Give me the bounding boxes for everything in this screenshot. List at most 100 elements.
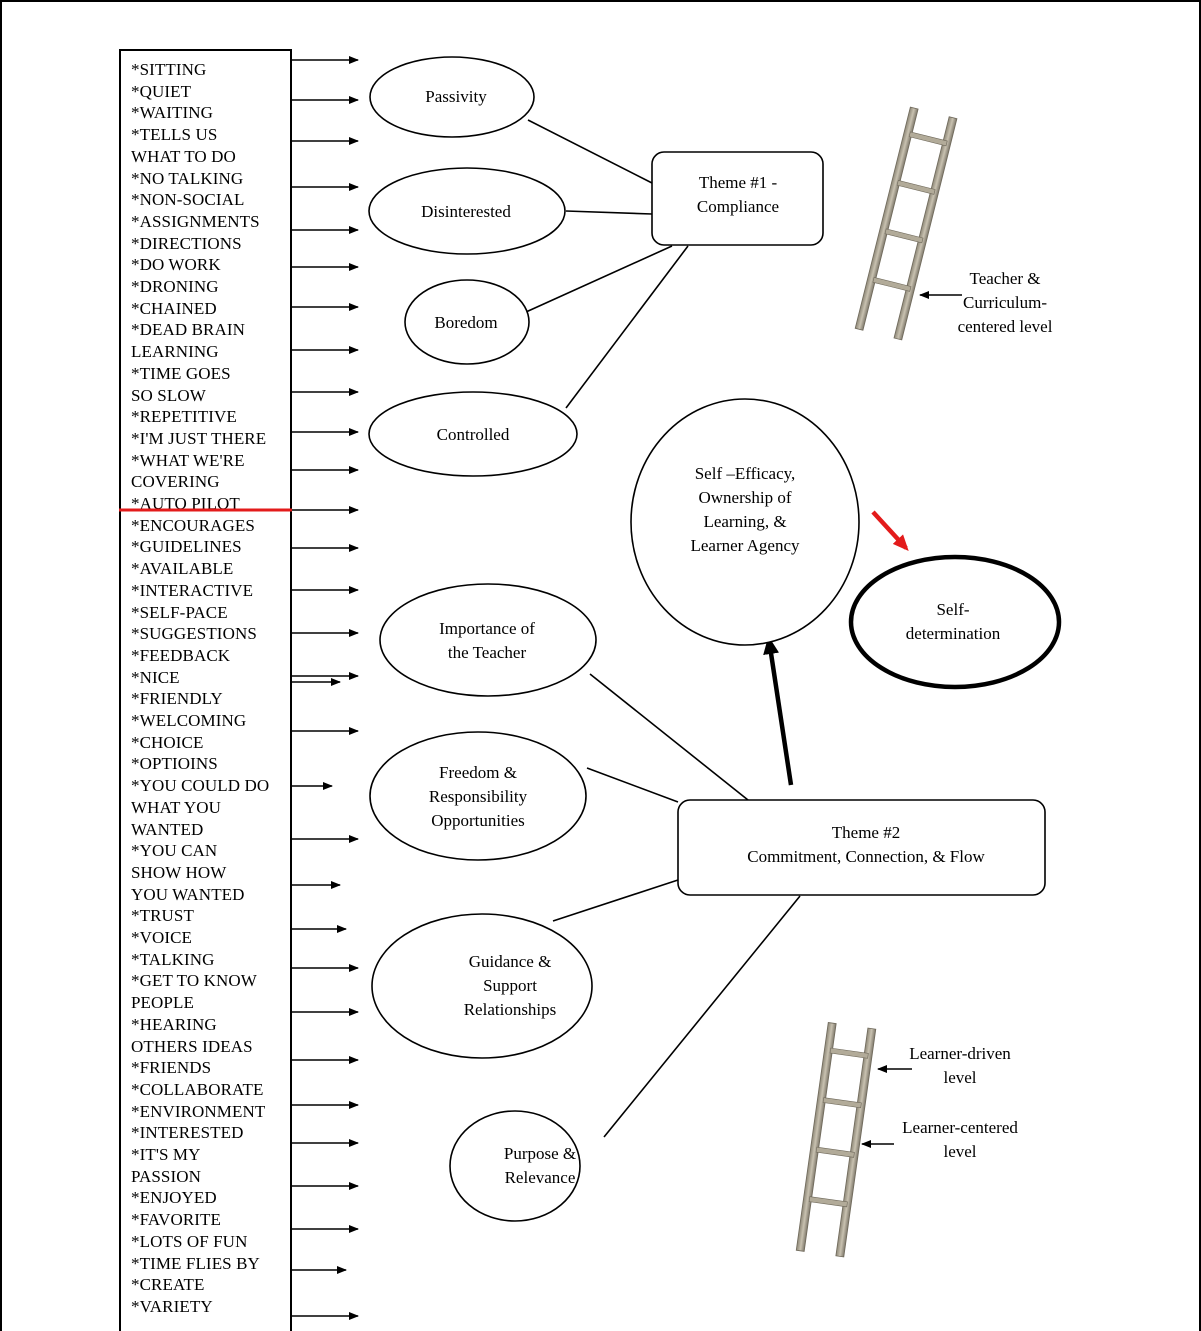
- descriptor-word: *DIRECTIONS: [131, 233, 242, 253]
- descriptor-word: *NON-SOCIAL: [131, 190, 245, 210]
- label-learner-centered-level: Learner-centered level: [902, 1118, 1018, 1161]
- label-controlled: Controlled: [436, 425, 510, 444]
- descriptor-word: SHOW HOW: [131, 862, 227, 882]
- node-guidance: [371, 913, 593, 1059]
- descriptor-word: *CHAINED: [131, 298, 217, 318]
- descriptor-word: *DRONING: [131, 277, 219, 296]
- descriptor-word-list: [119, 49, 292, 1331]
- node-self-efficacy: [630, 398, 860, 646]
- descriptor-word: LEARNING: [131, 342, 219, 362]
- node-passivity: [369, 56, 535, 138]
- descriptor-word: *COLLABORATE: [131, 1079, 264, 1099]
- theme2-title: Theme #2 Commitment, Connection, & Flow: [747, 823, 985, 866]
- label-disinterested: Disinterested: [421, 202, 511, 221]
- descriptor-word: *TIME GOES: [131, 363, 231, 383]
- label-purpose: Purpose & Relevance: [503, 1144, 577, 1187]
- descriptor-word: *QUIET: [131, 81, 192, 101]
- descriptor-word: COVERING: [131, 472, 220, 492]
- ladder-upper-image: [854, 106, 958, 341]
- node-purpose: [449, 1110, 581, 1222]
- descriptor-word: *FEEDBACK: [131, 645, 231, 665]
- node-controlled: [368, 391, 578, 477]
- descriptor-word: *HEARING: [131, 1014, 217, 1034]
- descriptor-word: *I'M JUST THERE: [131, 428, 267, 448]
- connector-teacher-theme2: [589, 673, 749, 801]
- descriptor-word: *CREATE: [131, 1275, 205, 1295]
- descriptor-word: *TRUST: [131, 906, 194, 926]
- descriptor-word: WANTED: [131, 819, 204, 839]
- descriptor-word: *IT'S MY: [131, 1145, 201, 1164]
- descriptor-word: *SELF-PACE: [131, 602, 228, 622]
- descriptor-word: *SUGGESTIONS: [131, 624, 257, 644]
- descriptor-word: *TIME FLIES BY: [131, 1253, 260, 1273]
- node-self-determination: [848, 554, 1062, 690]
- descriptor-word: *ENJOYED: [131, 1188, 217, 1208]
- descriptor-word: *LOTS OF FUN: [131, 1231, 248, 1251]
- descriptor-word: *ENCOURAGES: [131, 515, 255, 535]
- descriptor-word: *GUIDELINES: [131, 537, 242, 557]
- descriptor-word: *FRIENDLY: [131, 689, 223, 709]
- ladder-lower-image: [795, 1022, 877, 1258]
- descriptor-word: *SITTING: [131, 60, 207, 79]
- word-arrows: [292, 56, 359, 1320]
- connector-passivity-theme1: [527, 119, 653, 184]
- connector-purpose-theme2: [603, 895, 801, 1138]
- descriptor-word: *VOICE: [131, 928, 193, 947]
- descriptor-word: *AUTO PILOT: [131, 494, 240, 513]
- connector-controlled-theme1: [565, 245, 689, 409]
- connector-freedom-theme2: [586, 767, 679, 803]
- descriptor-word: *TELLS US: [131, 125, 218, 145]
- label-teacher-curriculum-level: Teacher & Curriculum- centered level: [957, 269, 1053, 336]
- descriptor-word: *FRIENDS: [131, 1058, 212, 1078]
- descriptor-word: *REPETITIVE: [131, 407, 237, 427]
- descriptor-word: OTHERS IDEAS: [131, 1036, 253, 1056]
- node-importance-teacher: [379, 583, 597, 697]
- descriptor-word: *OPTIOINS: [131, 754, 218, 774]
- descriptor-word: PEOPLE: [131, 993, 194, 1013]
- descriptor-word: *TALKING: [131, 949, 215, 969]
- arrow-theme2-to-efficacy: [763, 636, 794, 786]
- theme1-title: Theme #1 - Compliance: [696, 173, 780, 216]
- descriptor-word: *ASSIGNMENTS: [131, 211, 260, 231]
- descriptor-word: *INTERESTED: [131, 1123, 244, 1143]
- descriptor-word: *ENVIRONMENT: [131, 1101, 266, 1121]
- descriptor-word: *VARIETY: [131, 1296, 213, 1316]
- descriptor-word: WHAT YOU: [131, 797, 222, 817]
- descriptor-word: *AVAILABLE: [131, 559, 234, 579]
- connector-boredom-theme1: [525, 245, 673, 313]
- descriptor-word: *GET TO KNOW: [131, 971, 257, 991]
- descriptor-word: *WELCOMING: [131, 711, 247, 730]
- arrow-efficacy-to-selfdetermination: [871, 510, 909, 551]
- label-self-determination: Self- determination: [905, 600, 1001, 643]
- descriptor-word: YOU WANTED: [131, 884, 245, 904]
- label-passivity: Passivity: [425, 87, 487, 106]
- descriptor-word: *CHOICE: [131, 732, 204, 752]
- label-importance-teacher: Importance of the Teacher: [439, 619, 535, 662]
- descriptor-word: *WAITING: [131, 103, 213, 123]
- descriptor-word: *NICE: [131, 667, 180, 687]
- label-learner-driven-level: Learner-driven level: [909, 1044, 1011, 1087]
- label-freedom: Freedom & Responsibility Opportunities: [428, 763, 528, 830]
- descriptor-word: *DEAD BRAIN: [131, 320, 245, 340]
- label-self-efficacy: Self –Efficacy, Ownership of Learning, &…: [690, 464, 800, 555]
- descriptor-word: *WHAT WE'RE: [131, 450, 245, 470]
- node-theme2: [677, 799, 1046, 896]
- node-boredom: [404, 279, 530, 365]
- descriptor-word: PASSION: [131, 1166, 201, 1186]
- label-boredom: Boredom: [434, 313, 498, 332]
- node-disinterested: [368, 167, 566, 255]
- descriptor-word: WHAT TO DO: [131, 146, 236, 166]
- descriptor-word: *FAVORITE: [131, 1210, 222, 1230]
- descriptor-word: *NO TALKING: [131, 168, 244, 188]
- descriptor-word: *DO WORK: [131, 255, 221, 275]
- connector-disinterested-theme1: [565, 210, 653, 215]
- descriptor-word: *INTERACTIVE: [131, 580, 254, 600]
- descriptor-word: *YOU CAN: [131, 841, 218, 861]
- label-guidance: Guidance & Support Relationships: [463, 952, 557, 1019]
- descriptor-word: SO SLOW: [131, 385, 206, 405]
- connector-guidance-theme2: [552, 879, 679, 922]
- node-freedom: [369, 731, 587, 861]
- node-theme1: [651, 151, 824, 246]
